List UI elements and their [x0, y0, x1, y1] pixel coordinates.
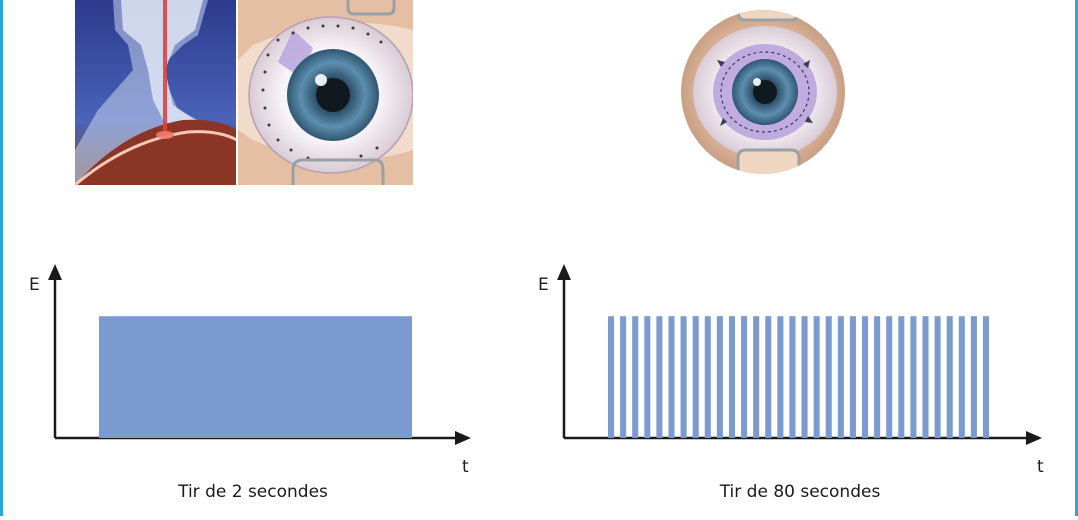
x-axis-label: t — [1037, 457, 1044, 477]
chart-caption: Tir de 80 secondes — [719, 482, 881, 502]
pulse-bar — [898, 316, 905, 438]
pulse-bar — [99, 316, 412, 438]
pulse-series — [608, 316, 989, 438]
pulse-bar — [970, 316, 977, 438]
chart-2-seconds: E t Tir de 2 secondes — [29, 264, 471, 502]
pupil — [316, 78, 350, 112]
pulse-bar — [946, 316, 953, 438]
pulse-bar — [656, 316, 663, 438]
y-axis-label: E — [538, 275, 549, 295]
pulse-bar — [910, 316, 917, 438]
pulse-bar — [789, 316, 796, 438]
pulse-bar — [632, 316, 639, 438]
pulse-bar — [680, 316, 687, 438]
pulse-bar — [958, 316, 965, 438]
x-axis-arrow — [1026, 431, 1042, 445]
pulse-bar — [849, 316, 856, 438]
y-axis-label: E — [29, 275, 40, 295]
chart-caption: Tir de 2 secondes — [177, 482, 328, 502]
pulse-bar — [765, 316, 772, 438]
pulse-bar — [668, 316, 675, 438]
pulse-bar — [982, 316, 989, 438]
pulse-series — [99, 316, 412, 438]
x-axis-label: t — [462, 457, 469, 477]
pupil — [753, 80, 777, 104]
laser-beam — [163, 0, 167, 135]
chart-80-seconds: E t Tir de 80 secondes — [538, 264, 1044, 502]
pulse-bar — [704, 316, 711, 438]
pulse-bar — [644, 316, 651, 438]
pulse-bar — [934, 316, 941, 438]
pulse-bar — [922, 316, 929, 438]
pulse-bar — [886, 316, 893, 438]
pulse-bar — [692, 316, 699, 438]
eye-panel — [238, 0, 413, 185]
pulse-bar — [608, 316, 615, 438]
y-axis-arrow — [48, 264, 62, 280]
pulse-bar — [620, 316, 627, 438]
pulse-bar — [837, 316, 844, 438]
pulse-bar — [801, 316, 808, 438]
circular-scleral-treatment-illustration — [681, 10, 845, 174]
pulse-bar — [741, 316, 748, 438]
pulse-bar — [862, 316, 869, 438]
x-axis-arrow — [455, 431, 471, 445]
pulse-bar — [728, 316, 735, 438]
laser-cone-panel — [74, 0, 238, 187]
pulse-bar — [777, 316, 784, 438]
pulse-bar — [813, 316, 820, 438]
figure-canvas: E t Tir de 2 secondes E t Tir de 80 seco… — [29, 0, 1044, 502]
y-axis-arrow — [557, 264, 571, 280]
pulse-bar — [753, 316, 760, 438]
laser-cone-and-scleral-treatment-illustration — [74, 0, 413, 187]
pulse-bar — [825, 316, 832, 438]
pulse-bar — [716, 316, 723, 438]
pulse-bar — [874, 316, 881, 438]
